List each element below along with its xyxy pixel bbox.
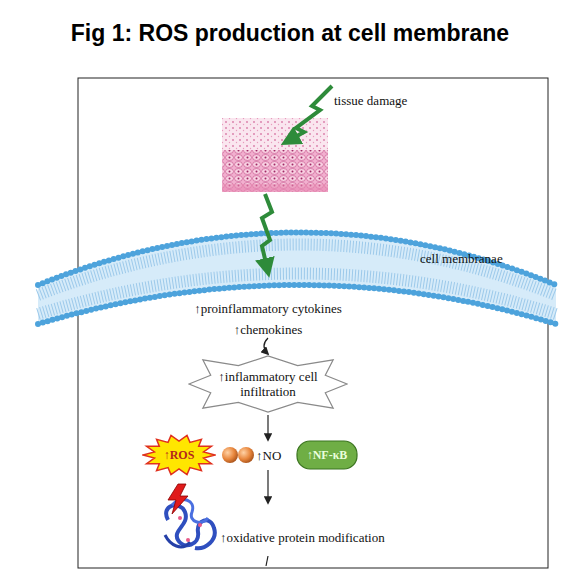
nfkb-shape: ↑NF-κB <box>296 440 358 470</box>
flow-arrow <box>264 338 268 354</box>
flow-arrow <box>267 415 268 440</box>
trigger-label: tissue damage <box>334 93 407 108</box>
lightning-arrow <box>262 194 272 272</box>
frame <box>78 78 548 568</box>
tissue-illustration <box>222 118 328 192</box>
node-text: ↑ROS <box>144 448 214 463</box>
lightning-arrow <box>286 86 332 142</box>
node-text: ↑inflammatory cell infiltration <box>209 369 327 399</box>
figure-title: Fig 1: ROS production at cell membrane <box>0 20 580 47</box>
mediator-label: ↑chemokines <box>68 322 468 337</box>
membrane-label: cell membranae <box>420 251 503 266</box>
flow-arrow <box>267 470 268 503</box>
molecule-label: ↑NO <box>256 448 281 463</box>
node-text: ↑NF-κB <box>297 448 357 463</box>
flow-arrow <box>266 556 268 566</box>
no-molecule <box>222 447 254 463</box>
mediator-label: ↑proinflammatory cytokines <box>68 301 468 316</box>
protein-illustration <box>165 484 215 548</box>
outcome-label: ↑oxidative protein modification <box>220 530 385 545</box>
process-star: ↑inflammatory cell infiltration <box>188 355 348 413</box>
ros-burst: ↑ROS <box>142 434 216 476</box>
cell-membrane <box>38 233 556 325</box>
